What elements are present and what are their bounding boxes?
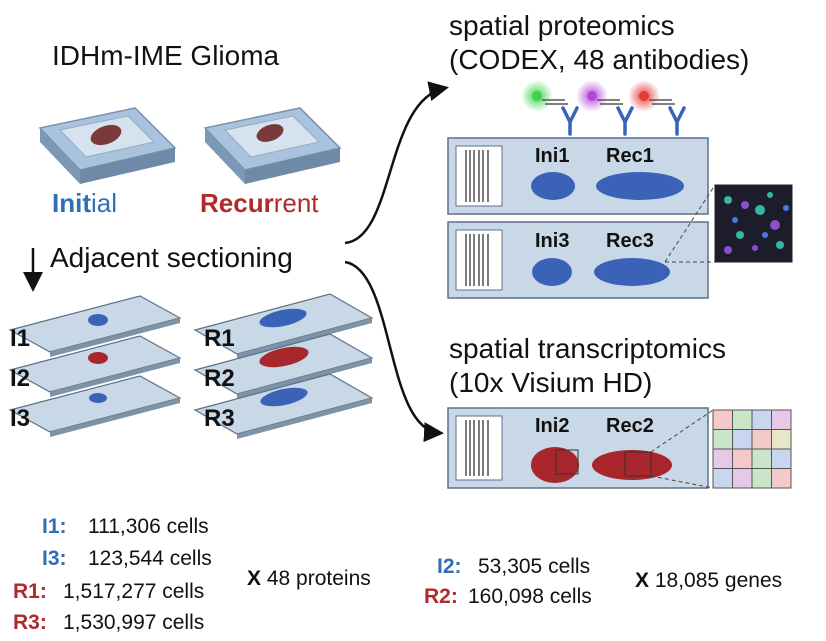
visium-grid-cell [751, 468, 772, 489]
arrow-to-transcriptomics [344, 260, 444, 443]
diagram-title: IDHm-IME Glioma [52, 40, 280, 71]
visium-grid-cell [732, 468, 753, 489]
visium-grid-inset [650, 409, 792, 489]
visium-grid-cell [771, 468, 792, 489]
codex-ini1-label: Ini1 [535, 145, 570, 167]
count-value-i1: 111,306 cells [88, 515, 209, 538]
visium-grid-cell [751, 448, 772, 469]
visium-slide [447, 407, 709, 489]
proteomics-title: spatial proteomics [449, 10, 675, 41]
proteomics-subtitle: (CODEX, 48 antibodies) [449, 44, 750, 75]
count-value-r2: 160,098 cells [468, 585, 592, 608]
visium-grid-cell [712, 429, 733, 450]
visium-grid-cell [771, 409, 792, 430]
visium-grid-cell [712, 448, 733, 469]
transcriptomics-subtitle: (10x Visium HD) [449, 367, 653, 398]
count-value-i3: 123,544 cells [88, 547, 212, 570]
initial-label-bold: Init [52, 188, 91, 218]
proteins-text: 48 proteins [266, 567, 371, 590]
slide-label-r2: R2 [204, 365, 235, 392]
multiplier-x-left: X [247, 567, 262, 590]
visium-grid-cell [771, 429, 792, 450]
codex-ini3-label: Ini3 [535, 230, 570, 252]
multiplier-proteins: X 48 proteins [247, 568, 371, 589]
visium-grid-cell [732, 429, 753, 450]
slide-label-i1: I1 [10, 325, 31, 352]
visium-grid-cell [751, 429, 772, 450]
visium-grid-cell [732, 448, 753, 469]
recurrent-cassette [203, 107, 342, 184]
count-value-r3: 1,530,997 cells [63, 611, 205, 634]
count-id-i2: I2: [437, 555, 462, 578]
slide-label-i3: I3 [10, 405, 31, 432]
visium-grid-cell [751, 409, 772, 430]
slide-label-r1: R1 [204, 325, 235, 352]
count-id-i1: I1: [42, 515, 67, 538]
transcriptomics-title: spatial transcriptomics [449, 333, 726, 364]
initial-cassette [38, 107, 177, 184]
recurrent-label-bold: Recur [200, 188, 274, 218]
genes-text: 18,085 genes [654, 569, 783, 592]
antibody-icons [521, 80, 686, 136]
visium-grid-cell [732, 409, 753, 430]
slide-label-i2: I2 [10, 365, 31, 392]
count-id-i3: I3: [42, 547, 67, 570]
codex-rec3-label: Rec3 [606, 230, 654, 252]
visium-rec2-label: Rec2 [606, 415, 654, 437]
visium-ini2-label: Ini2 [535, 415, 570, 437]
codex-slide-2 [447, 221, 709, 299]
count-id-r3: R3: [13, 611, 47, 634]
visium-grid-cell [712, 409, 733, 430]
count-value-r1: 1,517,277 cells [63, 580, 205, 603]
initial-label-rest: ial [91, 188, 118, 218]
recurrent-label-rest: rent [273, 188, 319, 218]
visium-grid-cell [712, 468, 733, 489]
sectioning-label: Adjacent sectioning [50, 242, 293, 273]
slide-label-r3: R3 [204, 405, 235, 432]
slides-initial [8, 295, 182, 437]
count-id-r2: R2: [424, 585, 458, 608]
codex-image-inset [664, 184, 793, 263]
slides-recurrent [193, 293, 374, 439]
codex-rec1-label: Rec1 [606, 145, 654, 167]
multiplier-x-right: X [635, 569, 650, 592]
count-value-i2: 53,305 cells [478, 555, 591, 578]
recurrent-label: Recurrent [200, 190, 319, 216]
visium-grid-cell [771, 448, 792, 469]
count-id-r1: R1: [13, 580, 47, 603]
arrow-to-proteomics [344, 81, 449, 245]
initial-label: Initial [52, 190, 117, 216]
multiplier-genes: X 18,085 genes [635, 570, 782, 591]
codex-slide-1 [447, 137, 709, 215]
